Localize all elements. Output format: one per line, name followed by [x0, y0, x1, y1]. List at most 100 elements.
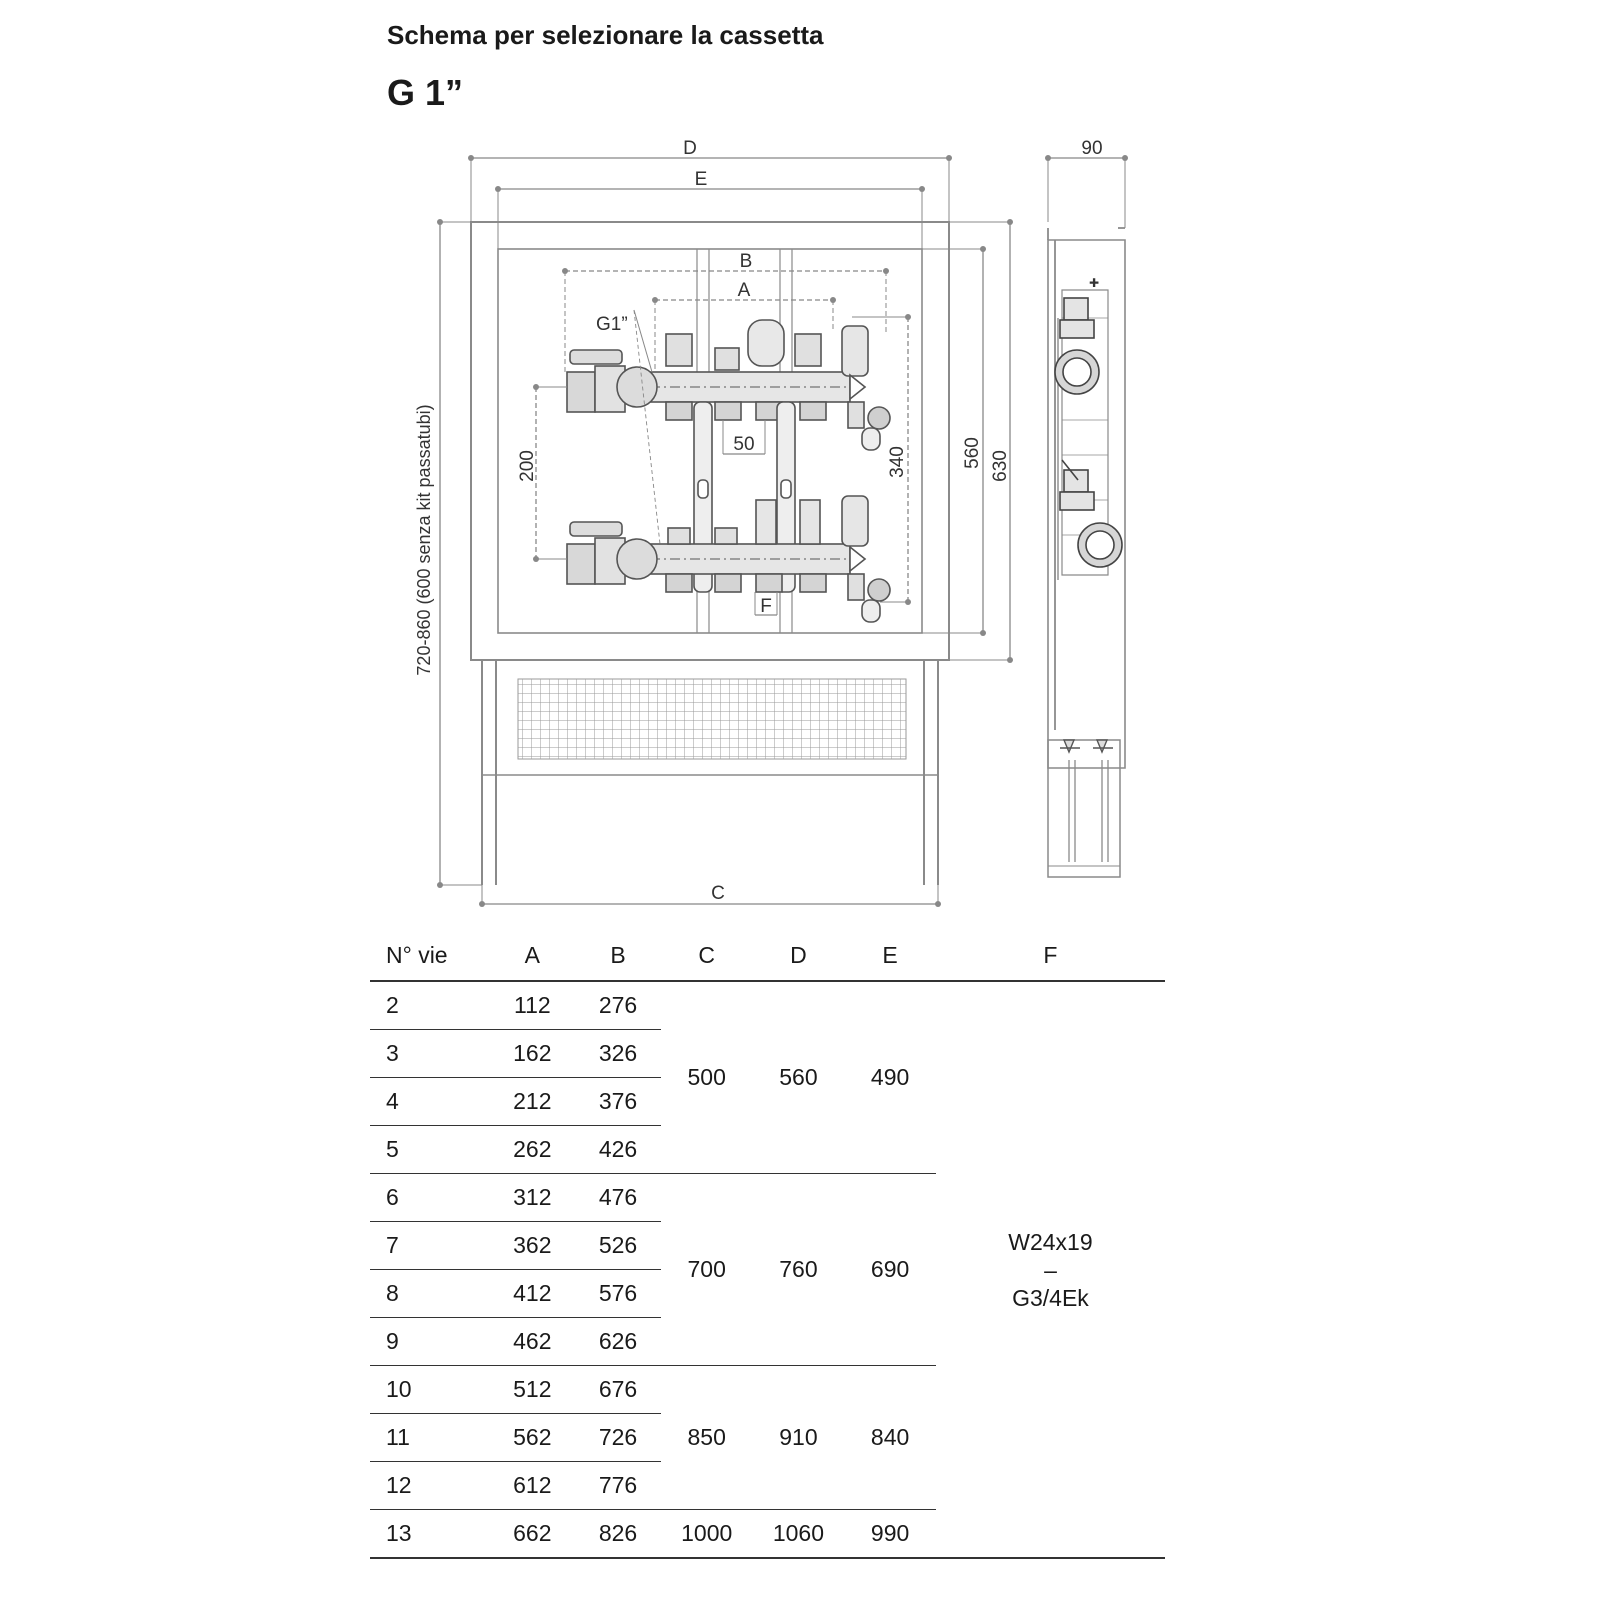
table-row: 7 362 526 [370, 1221, 1165, 1270]
cell-e: 840 [844, 1365, 936, 1510]
cell-a: 212 [489, 1077, 576, 1126]
cell-c: 700 [660, 1173, 753, 1366]
cell-a: 662 [489, 1509, 576, 1559]
drawing-labels: D E B A G1” 50 F C 90 200 340 560 630 72… [414, 138, 1103, 904]
cell-b: 576 [575, 1269, 661, 1318]
cell-b: 376 [575, 1077, 661, 1126]
cell-d: 1060 [752, 1509, 845, 1559]
label-90: 90 [1081, 138, 1102, 159]
table-row: 4 212 376 [370, 1077, 1165, 1126]
cell-vie: 12 [370, 1461, 490, 1510]
cell-a: 312 [489, 1173, 576, 1222]
label-B: B [740, 251, 753, 272]
cell-vie: 9 [370, 1317, 490, 1366]
cell-vie: 2 [370, 981, 490, 1030]
cell-f: W24x19 – G3/4Ek [935, 981, 1165, 1559]
cell-e: 990 [844, 1509, 936, 1559]
cell-a: 512 [489, 1365, 576, 1414]
label-630: 630 [990, 450, 1011, 482]
cell-a: 362 [489, 1221, 576, 1270]
dimension-endpoints [437, 155, 1128, 907]
table-row: 13 662 826 1000 1060 990 [370, 1509, 1165, 1559]
cell-b: 326 [575, 1029, 661, 1078]
cell-b: 526 [575, 1221, 661, 1270]
table-row: 12 612 776 [370, 1461, 1165, 1510]
col-header-d: D [752, 930, 845, 982]
cell-e: 690 [844, 1173, 936, 1366]
cell-b: 676 [575, 1365, 661, 1414]
cell-vie: 11 [370, 1413, 490, 1462]
table-header-row: N° vie A B C D E F [370, 930, 1165, 982]
ventilation-grille [517, 678, 907, 760]
cell-b: 826 [575, 1509, 661, 1559]
cell-vie: 5 [370, 1125, 490, 1174]
label-F: F [760, 596, 772, 617]
cell-b: 276 [575, 981, 661, 1030]
table-row: 5 262 426 [370, 1125, 1165, 1174]
table-row: 8 412 576 [370, 1269, 1165, 1318]
table-row: 3 162 326 [370, 1029, 1165, 1078]
cell-vie: 4 [370, 1077, 490, 1126]
cell-a: 162 [489, 1029, 576, 1078]
dimension-table: N° vie A B C D E F 2 112 276 500 560 490… [370, 930, 1165, 1559]
cell-vie: 13 [370, 1509, 490, 1559]
label-560: 560 [962, 437, 983, 469]
cell-c: 500 [660, 981, 753, 1174]
cell-a: 112 [489, 981, 576, 1030]
cell-d: 910 [752, 1365, 845, 1510]
label-G1: G1” [596, 314, 628, 335]
manifold-assembly [566, 319, 891, 623]
cell-vie: 6 [370, 1173, 490, 1222]
cabinet-front-view [470, 221, 950, 885]
cell-f-line-2: – [1044, 1256, 1057, 1283]
cabinet-outer-frame [470, 221, 950, 661]
table-row: 6 312 476 700 760 690 [370, 1173, 1165, 1366]
cell-d: 760 [752, 1173, 845, 1366]
cabinet-inner-frame [497, 248, 923, 634]
cell-a: 462 [489, 1317, 576, 1366]
label-340: 340 [887, 446, 908, 478]
label-height: 720-860 (600 senza kit passatubi) [414, 404, 434, 675]
cell-b: 426 [575, 1125, 661, 1174]
cell-f-line-3: G3/4Ek [1012, 1284, 1089, 1311]
cell-c: 1000 [660, 1509, 753, 1559]
col-header-vie: N° vie [370, 930, 490, 982]
col-header-f: F [935, 930, 1165, 982]
table-row: 11 562 726 [370, 1413, 1165, 1462]
cell-b: 726 [575, 1413, 661, 1462]
cell-vie: 3 [370, 1029, 490, 1078]
dimension-lines [439, 157, 1126, 905]
label-C: C [711, 883, 725, 904]
cell-a: 412 [489, 1269, 576, 1318]
cell-d: 560 [752, 981, 845, 1174]
cell-b: 626 [575, 1317, 661, 1366]
cell-a: 612 [489, 1461, 576, 1510]
label-E: E [695, 169, 708, 190]
col-header-a: A [489, 930, 576, 982]
cell-vie: 10 [370, 1365, 490, 1414]
cell-f-line-1: W24x19 [1008, 1228, 1093, 1255]
table-row: 2 112 276 500 560 490 W24x19 – G3/4Ek [370, 981, 1165, 1559]
side-manifold [1054, 297, 1123, 568]
cell-b: 476 [575, 1173, 661, 1222]
side-pipe-fittings [1060, 739, 1113, 754]
cell-b: 776 [575, 1461, 661, 1510]
technical-drawing: ✚ D E B A G1” 50 F C 90 200 340 560 630 … [414, 138, 1128, 907]
page-subtitle: G 1” [387, 72, 464, 113]
table-row: 9 462 626 [370, 1317, 1165, 1366]
label-D: D [683, 138, 697, 159]
col-header-e: E [844, 930, 936, 982]
cell-a: 562 [489, 1413, 576, 1462]
label-A: A [738, 280, 751, 301]
cell-vie: 8 [370, 1269, 490, 1318]
col-header-c: C [660, 930, 753, 982]
cell-vie: 7 [370, 1221, 490, 1270]
side-vent-icon: ✚ [1089, 276, 1099, 290]
cell-c: 850 [660, 1365, 753, 1510]
cell-a: 262 [489, 1125, 576, 1174]
label-200: 200 [517, 450, 538, 482]
table-row: 10 512 676 850 910 840 [370, 1365, 1165, 1510]
col-header-b: B [575, 930, 661, 982]
label-50: 50 [733, 434, 754, 455]
cell-e: 490 [844, 981, 936, 1174]
